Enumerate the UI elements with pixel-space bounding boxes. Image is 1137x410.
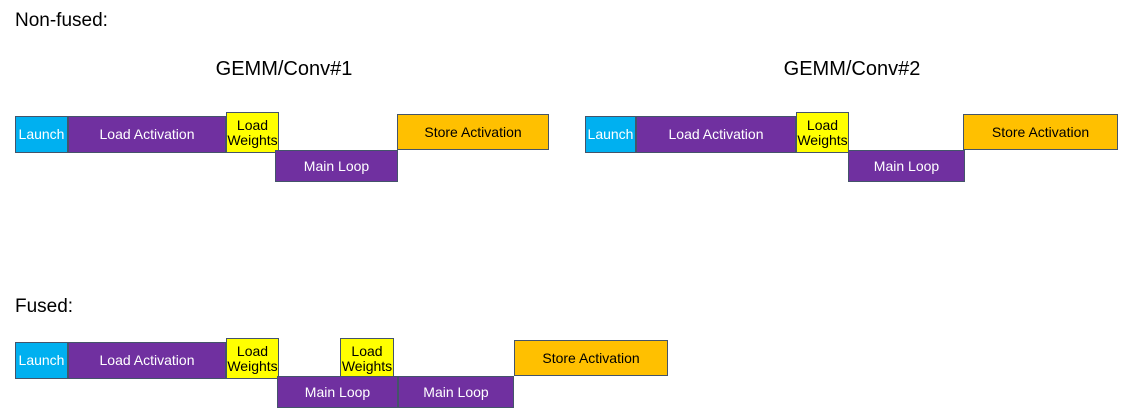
bar-loadact-1: Load Activation: [68, 116, 226, 153]
bar-storeact-f: Store Activation: [514, 340, 668, 376]
bar-mainloop-1: Main Loop: [275, 150, 398, 182]
bar-launch-2: Launch: [585, 116, 636, 153]
bar-label-loadact-1: Load Activation: [99, 126, 195, 143]
group-title-gemm-conv-2: GEMM/Conv#2: [783, 58, 921, 80]
bar-label-mainloop-1: Main Loop: [303, 157, 370, 174]
bar-label-loadw-f1: Load Weights: [227, 342, 278, 374]
bar-label-mainloop-2: Main Loop: [873, 157, 940, 174]
bar-mainloop-f1: Main Loop: [277, 376, 398, 408]
bar-label-launch-2: Launch: [587, 126, 634, 143]
bar-storeact-2: Store Activation: [963, 114, 1118, 150]
bar-loadact-2: Load Activation: [636, 116, 796, 153]
bar-mainloop-2: Main Loop: [848, 150, 965, 182]
bar-loadw-f1: Load Weights: [226, 338, 279, 379]
bar-label-loadw-1: Load Weights: [227, 116, 278, 148]
bar-label-storeact-1: Store Activation: [424, 123, 522, 140]
bar-mainloop-f2: Main Loop: [398, 376, 514, 408]
bar-label-launch-f: Launch: [18, 352, 65, 369]
bar-storeact-1: Store Activation: [397, 114, 549, 150]
bar-label-loadw-f2: Load Weights: [341, 342, 393, 374]
bar-loadw-1: Load Weights: [226, 112, 279, 153]
bar-loadact-f: Load Activation: [68, 342, 226, 379]
group-title-gemm-conv-1: GEMM/Conv#1: [215, 58, 353, 80]
bar-launch-1: Launch: [15, 116, 68, 153]
bar-loadw-2: Load Weights: [796, 112, 849, 153]
bar-label-mainloop-f1: Main Loop: [304, 383, 371, 400]
bar-label-mainloop-f2: Main Loop: [423, 383, 489, 400]
bar-label-launch-1: Launch: [18, 126, 65, 143]
bar-label-loadact-f: Load Activation: [99, 352, 195, 369]
bar-label-loadact-2: Load Activation: [668, 126, 764, 143]
bar-label-storeact-2: Store Activation: [991, 123, 1090, 140]
bar-loadw-f2: Load Weights: [340, 338, 394, 379]
bar-label-loadw-2: Load Weights: [797, 116, 848, 148]
bar-launch-f: Launch: [15, 342, 68, 379]
section-label-non-fused: Non-fused:: [15, 10, 108, 31]
bar-label-storeact-f: Store Activation: [542, 349, 640, 366]
section-label-fused: Fused:: [15, 296, 74, 317]
